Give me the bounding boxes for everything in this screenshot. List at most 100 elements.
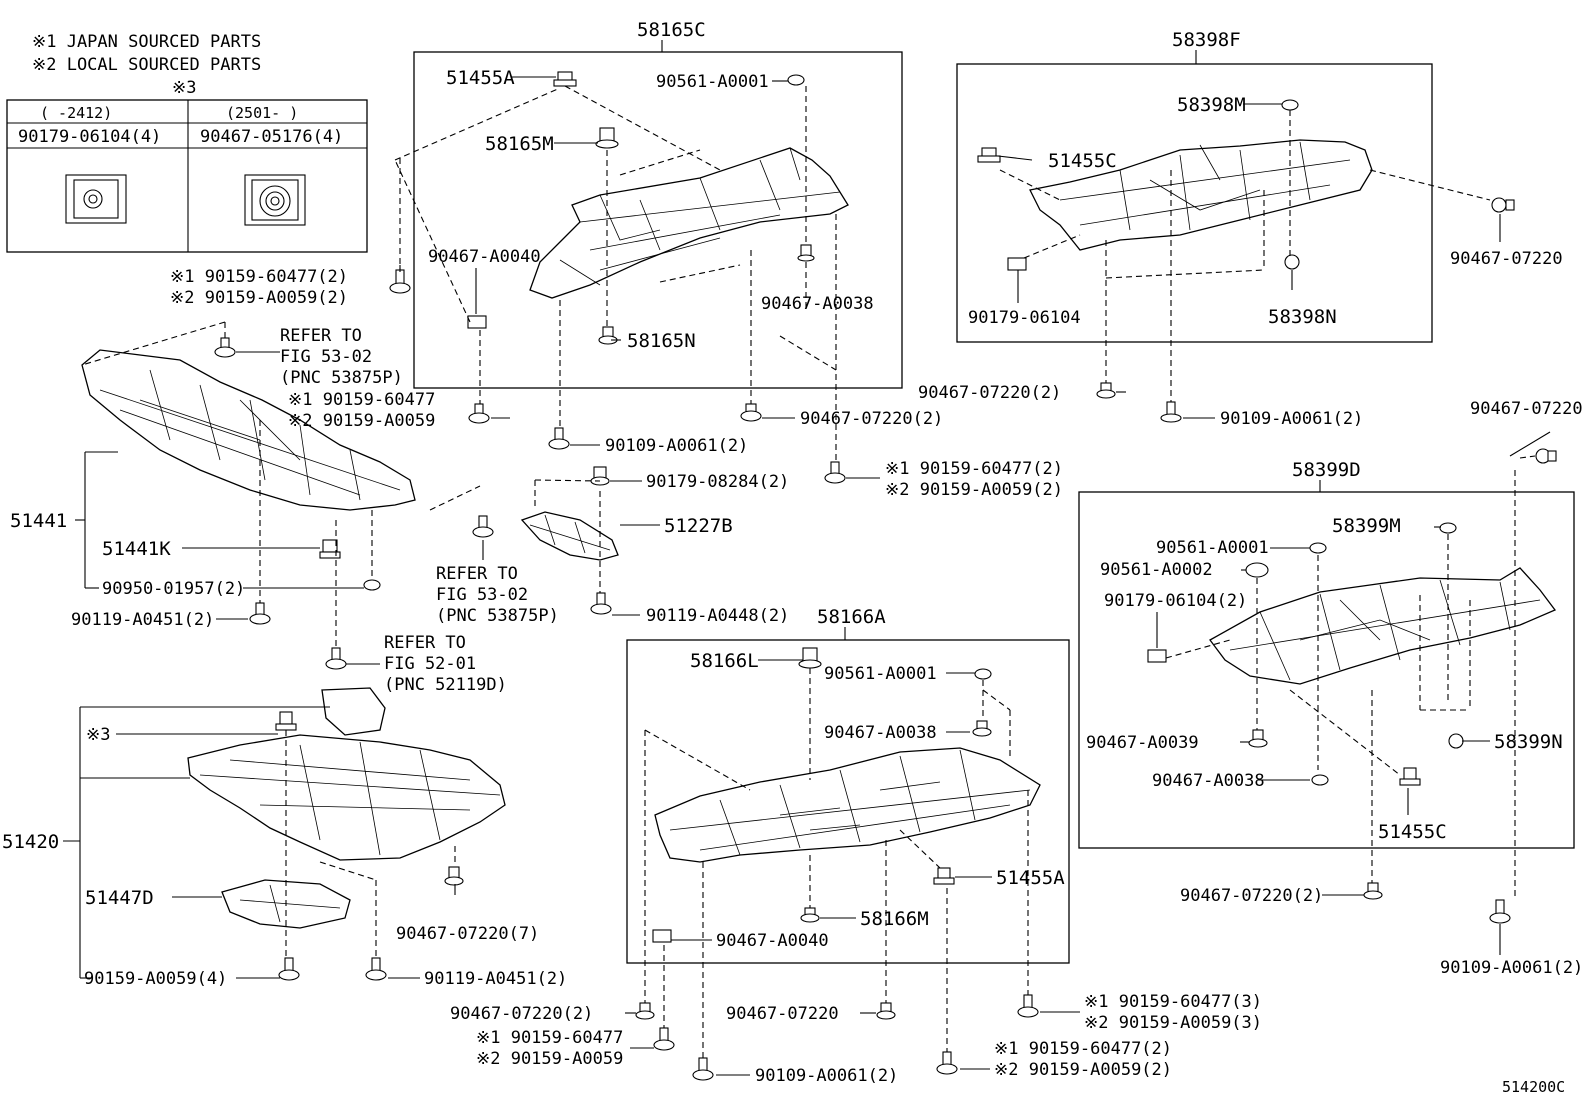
label-s1-60477-3: ※1 90159-60477(3) [1084, 992, 1262, 1012]
label-90179-06104-2: 90179-06104(2) [1104, 591, 1247, 611]
bolt-icon [1096, 382, 1116, 399]
label-90119-a0448: 90119-A0448(2) [646, 606, 789, 626]
grommet-icon [1284, 254, 1300, 270]
legend-table [6, 99, 368, 253]
bolt-icon [1363, 882, 1383, 900]
legend-col1-part: 90179-06104(4) [18, 127, 161, 147]
legend-col1-range: ( -2412) [40, 104, 112, 122]
label-s1-60477-2-bot: ※1 90159-60477(2) [994, 1039, 1172, 1059]
label-refer2-fig: FIG 53-02 [436, 585, 528, 605]
label-s2-a0059-a: ※2 90159-A0059 [288, 411, 435, 431]
bolt-icon [278, 957, 300, 981]
label-90561-a0001-bot: 90561-A0001 [824, 664, 937, 684]
grommet-icon [800, 907, 820, 923]
label-s2-a0059-3: ※2 90159-A0059(3) [1084, 1013, 1262, 1033]
spring-nut-icon [244, 174, 306, 226]
bolt-icon [692, 1057, 714, 1081]
label-51455c-top: 51455C [1048, 150, 1117, 172]
label-90467-07220-right: 90467-07220 [1450, 249, 1563, 269]
bolt-icon [740, 403, 762, 422]
label-90179-08284: 90179-08284(2) [646, 472, 789, 492]
label-58166m: 58166M [860, 908, 929, 930]
clip-nut-icon [652, 929, 672, 943]
clip-icon [1491, 197, 1515, 213]
bolt-icon [249, 602, 271, 625]
label-s2-a0059-2-c: ※2 90159-A0059(2) [885, 480, 1063, 500]
nut-icon [974, 668, 992, 680]
label-90109-a0061-2-mid: 90109-A0061(2) [1220, 409, 1363, 429]
bolt-icon [1160, 401, 1182, 423]
label-51441: 51441 [10, 510, 67, 532]
clip-nut-icon [1147, 649, 1167, 663]
bolt-icon [824, 461, 846, 484]
bolt-icon [1248, 729, 1268, 748]
part-labels: 51455A 90561-A0001 58165M 90467-A0040 90… [2, 67, 1583, 1096]
label-90179-06104-mid: 90179-06104 [968, 308, 1081, 328]
bolt-icon [797, 244, 815, 262]
clip-icon [275, 711, 297, 731]
label-58165n: 58165N [627, 330, 696, 352]
label-s1-60477-2-left: ※1 90159-60477(2) [170, 267, 348, 287]
group-box-58399d [1078, 491, 1575, 849]
bolt-icon [1489, 899, 1511, 924]
grommet-icon [1448, 733, 1464, 749]
label-90467-07220-7: 90467-07220(7) [396, 924, 539, 944]
group-label-58399d: 58399D [1292, 459, 1361, 481]
label-58165m: 58165M [485, 133, 554, 155]
label-refer2: REFER TO [436, 564, 518, 584]
label-s1-60477-a: ※1 90159-60477 [288, 390, 435, 410]
label-90467-07220-far: 90467-07220 [1470, 399, 1583, 419]
engine-under-cover-58398f [1029, 139, 1373, 251]
group-box-58398f [956, 63, 1433, 343]
nut-icon [1439, 522, 1457, 534]
nut-icon [1281, 99, 1299, 111]
front-bumper-under-cover-51441 [81, 349, 416, 511]
clip-nut-icon [65, 174, 127, 224]
label-51447d: 51447D [85, 887, 154, 909]
engine-under-cover-58399d [1209, 567, 1557, 685]
group-box-58166a [626, 639, 1070, 964]
label-90561-a0002: 90561-A0002 [1100, 560, 1213, 580]
label-90467-a0038-top: 90467-A0038 [761, 294, 874, 314]
bolt-icon [653, 1027, 675, 1051]
bolt-icon [444, 866, 464, 886]
nut-icon [1311, 774, 1329, 786]
nut-icon [787, 74, 805, 86]
label-58166l: 58166L [690, 650, 759, 672]
clip-icon [977, 147, 1001, 163]
grommet-icon [598, 326, 618, 345]
label-58399n: 58399N [1494, 731, 1563, 753]
fasteners [214, 71, 1557, 1081]
label-90159-a0059-4: 90159-A0059(4) [84, 969, 227, 989]
label-refer1-pnc: (PNC 53875P) [280, 368, 403, 388]
clip-icon [553, 71, 577, 87]
legend-col2-part: 90467-05176(4) [200, 127, 343, 147]
label-s2-a0059-2-bot: ※2 90159-A0059(2) [994, 1060, 1172, 1080]
label-90467-07220-2-bot: 90467-07220(2) [450, 1004, 593, 1024]
bracket-51227b [520, 511, 619, 561]
label-90467-a0038-bot: 90467-A0038 [824, 723, 937, 743]
clip-nut-icon [467, 315, 487, 329]
bolt-icon [635, 1002, 655, 1020]
ring-icon [363, 579, 381, 591]
label-51455a-top: 51455A [446, 67, 515, 89]
group-label-58166a: 58166A [817, 606, 886, 628]
label-s2-a0059-bot: ※2 90159-A0059 [476, 1049, 623, 1069]
label-90467-a0039: 90467-A0039 [1086, 733, 1199, 753]
leader-lines [63, 76, 1551, 1076]
label-s2-a0059-2-left: ※2 90159-A0059(2) [170, 288, 348, 308]
bolt-icon [548, 427, 570, 450]
bolt-icon [214, 337, 236, 358]
legend: ※1 JAPAN SOURCED PARTS ※2 LOCAL SOURCED … [6, 32, 368, 253]
label-90109-a0061-2-bot: 90109-A0061(2) [755, 1066, 898, 1086]
label-58398m: 58398M [1177, 94, 1246, 116]
clip-icon [319, 539, 341, 559]
label-51455c-bot: 51455C [1378, 821, 1447, 843]
label-90561-a0001-top: 90561-A0001 [656, 72, 769, 92]
label-90950: 90950-01957(2) [102, 579, 245, 599]
clip-icon [933, 867, 955, 885]
engine-under-cover-58166a [654, 747, 1041, 863]
engine-under-cover-51420 [187, 687, 506, 861]
label-90561-a0001-r: 90561-A0001 [1156, 538, 1269, 558]
clip-icon [1535, 448, 1557, 464]
